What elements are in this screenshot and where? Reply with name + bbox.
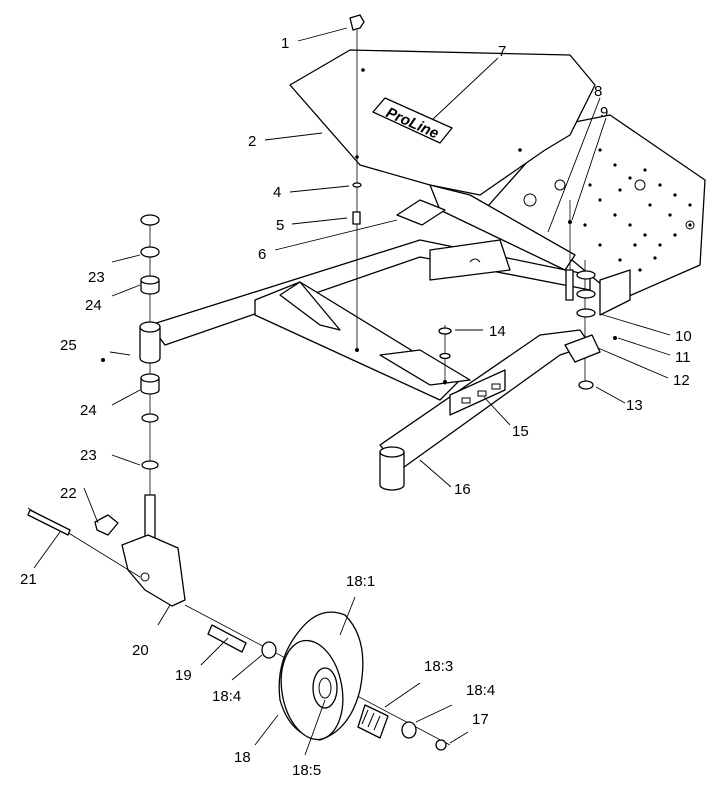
callout-13: 13: [626, 397, 643, 414]
callout-16: 16: [454, 481, 471, 498]
callout-22: 22: [60, 485, 77, 502]
right-caster-pivot: [379, 446, 405, 491]
main-frame: [149, 239, 591, 471]
callout-20: 20: [132, 642, 149, 659]
callout-15: 15: [512, 423, 529, 440]
callout-5: 5: [276, 217, 284, 234]
right-pivot-stack: [564, 200, 631, 390]
callout-12: 12: [673, 372, 690, 389]
callout-10: 10: [675, 328, 692, 345]
callout-17: 17: [472, 711, 489, 728]
leader-lines: [33, 27, 671, 756]
callout-21: 21: [20, 571, 37, 588]
wheel: [278, 611, 364, 741]
callout-24-bottom: 24: [80, 402, 97, 419]
callout-18-5: 18:5: [292, 762, 321, 779]
callout-18-1: 18:1: [346, 573, 375, 590]
callout-23-top: 23: [88, 269, 105, 286]
wheel-hardware: [357, 704, 447, 751]
plate-6: [396, 199, 446, 226]
center-fastener-stack: [349, 14, 365, 352]
middle-stack: [438, 325, 452, 385]
left-caster-stack: [101, 214, 161, 510]
callout-6: 6: [258, 246, 266, 263]
callout-8: 8: [594, 83, 602, 100]
callout-9: 9: [600, 104, 608, 121]
top-cover: [289, 49, 596, 271]
callout-1: 1: [281, 35, 289, 52]
callout-24-top: 24: [85, 297, 102, 314]
caster-fork: [27, 494, 186, 607]
callout-4: 4: [273, 184, 281, 201]
callout-18-4-right: 18:4: [466, 682, 495, 699]
callout-23-bottom: 23: [80, 447, 97, 464]
callout-19: 19: [175, 667, 192, 684]
callout-18: 18: [234, 749, 251, 766]
callout-11: 11: [675, 349, 691, 366]
callout-18-4-left: 18:4: [212, 688, 241, 705]
callout-7: 7: [498, 43, 506, 60]
callout-14: 14: [489, 323, 506, 340]
callout-18-3: 18:3: [424, 658, 453, 675]
callouts: 1 2 4 5 6 7 8 9 10 11 12 13 14 15 16 17 …: [20, 35, 692, 779]
callout-25: 25: [60, 337, 77, 354]
callout-2: 2: [248, 133, 256, 150]
